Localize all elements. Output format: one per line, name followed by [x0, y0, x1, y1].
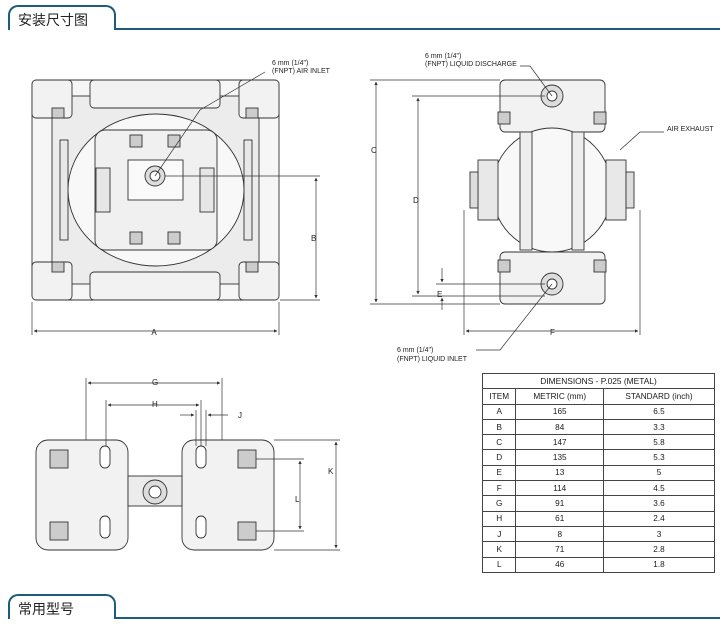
table-header-standard: STANDARD (inch) [602, 388, 716, 405]
table-cell: 2.4 [602, 510, 716, 527]
table-header-metric: METRIC (mm) [515, 388, 604, 405]
table-title: DIMENSIONS - P.025 (METAL) [482, 372, 715, 390]
section-tab-install [8, 5, 116, 30]
table-cell: 8 [515, 525, 604, 543]
table-cell: D [481, 449, 517, 466]
table-cell: 71 [515, 541, 604, 558]
table-cell: 4.5 [602, 480, 716, 497]
dim-label-a: A [151, 328, 157, 337]
table-cell: 3 [602, 525, 716, 543]
table-cell: 147 [515, 434, 604, 451]
section-tab-models [8, 594, 116, 619]
pump-side-view [469, 79, 635, 305]
table-cell: A [481, 403, 517, 420]
dim-label-b: B [311, 234, 316, 243]
dim-label-f: F [550, 328, 555, 337]
dimensions-table: DIMENSIONS - P.025 (METAL) ITEM METRIC (… [481, 372, 716, 573]
table-cell: 5 [602, 464, 716, 482]
table-cell: 91 [515, 495, 604, 512]
table-cell: 61 [515, 510, 604, 527]
section-divider-top [8, 28, 720, 30]
bottom-view-dimensions [85, 378, 340, 551]
table-cell: 13 [515, 464, 604, 482]
table-cell: H [481, 510, 517, 527]
table-cell: 114 [515, 480, 604, 497]
dim-label-j: J [238, 411, 242, 420]
table-cell: 6.5 [602, 403, 716, 420]
dim-label-h: H [152, 400, 158, 409]
side-view-dimensions [370, 65, 664, 351]
liquid-inlet-label-line1: 6 mm (1/4") [397, 347, 433, 354]
dim-label-k: K [328, 467, 334, 476]
front-view-dimensions [31, 71, 320, 335]
table-cell: E [481, 464, 517, 482]
air-inlet-label-line1: 6 mm (1/4") [272, 60, 308, 67]
table-cell: 135 [515, 449, 604, 466]
table-cell: 3.3 [602, 418, 716, 436]
section-title-install: 安装尺寸图 [18, 13, 88, 29]
pump-front-view [31, 79, 280, 301]
section-title-models: 常用型号 [18, 602, 74, 618]
pump-bottom-view [35, 439, 275, 551]
section-divider-bottom [8, 617, 720, 619]
air-inlet-label-line2: (FNPT) AIR INLET [272, 68, 331, 75]
table-cell: 2.8 [602, 541, 716, 558]
table-cell: C [481, 434, 517, 451]
table-cell: 5.3 [602, 449, 716, 466]
air-exhaust-label: AIR EXHAUST [667, 126, 714, 133]
table-cell: L [481, 556, 517, 573]
discharge-label-line2: (FNPT) LIQUID DISCHARGE [425, 61, 517, 68]
table-header-item: ITEM [481, 388, 517, 405]
table-cell: B [481, 418, 517, 436]
table-cell: 1.8 [602, 556, 716, 573]
table-cell: F [481, 480, 517, 497]
table-cell: 3.6 [602, 495, 716, 512]
dim-label-g: G [152, 378, 158, 387]
dim-label-d: D [413, 196, 419, 205]
table-cell: 46 [515, 556, 604, 573]
dim-label-l: L [295, 495, 300, 504]
table-cell: G [481, 495, 517, 512]
table-cell: 84 [515, 418, 604, 436]
table-cell: 5.8 [602, 434, 716, 451]
table-cell: K [481, 541, 517, 558]
liquid-inlet-label-line2: (FNPT) LIQUID INLET [397, 356, 468, 363]
discharge-label-line1: 6 mm (1/4") [425, 53, 461, 60]
dim-label-c: C [371, 146, 377, 155]
table-cell: J [481, 525, 517, 543]
table-cell: 165 [515, 403, 604, 420]
dim-label-e: E [437, 290, 442, 299]
